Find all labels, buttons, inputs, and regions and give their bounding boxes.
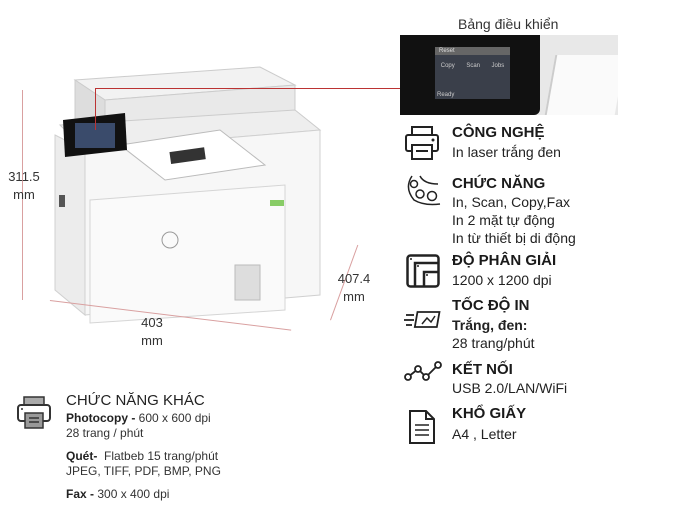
width-unit: mm [141, 333, 163, 348]
network-icon [404, 361, 442, 381]
spec-value: A4 , Letter [452, 426, 517, 442]
spec-title: ĐỘ PHÂN GIẢI [452, 252, 557, 269]
control-panel-inset: Reset Copy Scan Jobs Ready [400, 35, 618, 115]
photocopy-value: 600 x 600 dpi [135, 411, 211, 425]
width-value: 403 [141, 315, 163, 330]
spec-title: KHỔ GIẤY [452, 405, 527, 422]
fax-label: Fax - [66, 487, 95, 501]
fax-value: 300 x 400 dpi [94, 487, 170, 501]
paper-icon [409, 410, 435, 444]
printer-image [45, 55, 330, 325]
spec-value: In, Scan, Copy,Fax [452, 194, 571, 210]
spec-title: CÔNG NGHỆ [452, 124, 545, 141]
height-dimension-label: 311.5 mm [2, 168, 46, 204]
scan-spec: Quét- Flatbeb 15 trang/phút [66, 449, 218, 464]
panel-pointer-line [95, 88, 96, 130]
spec-value: In laser trắng đen [452, 144, 561, 160]
photocopy-label: Photocopy - [66, 411, 136, 425]
printer-icon [405, 126, 439, 160]
depth-dimension-label: 407.4 mm [332, 270, 376, 306]
width-dimension-label: 403 mm [130, 314, 174, 350]
jobs-tile[interactable]: Jobs [491, 63, 505, 69]
depth-value: 407.4 [337, 271, 371, 286]
spec-value: 28 trang/phút [452, 335, 535, 351]
screen-top-bar: Reset [435, 47, 510, 55]
spec-value: USB 2.0/LAN/WiFi [452, 380, 568, 396]
gears-icon [407, 175, 441, 206]
spec-value: In từ thiết bị di động [452, 230, 576, 246]
photocopy-spec: Photocopy - 600 x 600 dpi [66, 411, 211, 426]
resolution-icon [406, 254, 440, 288]
panel-caption: Bảng điều khiển [458, 16, 559, 32]
spec-title: CHỨC NĂNG [452, 175, 546, 192]
spec-title: TỐC ĐỘ IN [452, 297, 530, 314]
height-dimension-line [22, 90, 23, 300]
spec-value: In 2 mặt tự động [452, 212, 555, 228]
height-unit: mm [13, 187, 35, 202]
height-value: 311.5 [8, 169, 40, 184]
fax-spec: Fax - 300 x 400 dpi [66, 487, 169, 502]
depth-unit: mm [343, 289, 365, 304]
copy-tile[interactable]: Copy [440, 63, 455, 69]
spec-subtitle: Trắng, đen: [452, 317, 528, 333]
speed-icon [404, 311, 441, 328]
other-title: CHỨC NĂNG KHÁC [66, 392, 205, 409]
scan-value: Flatbeb 15 trang/phút [97, 449, 219, 463]
scan-label: Quét- [66, 449, 98, 463]
scan-tile[interactable]: Scan [466, 63, 480, 69]
spec-value: 1200 x 1200 dpi [452, 272, 552, 288]
panel-pointer-line-h [95, 88, 400, 89]
photocopy-speed: 28 trang / phút [66, 426, 144, 440]
printer-icon [17, 396, 51, 429]
screen-status: Ready [437, 92, 455, 98]
scan-formats: JPEG, TIFF, PDF, BMP, PNG [66, 464, 221, 478]
spec-title: KẾT NỐI [452, 361, 513, 378]
